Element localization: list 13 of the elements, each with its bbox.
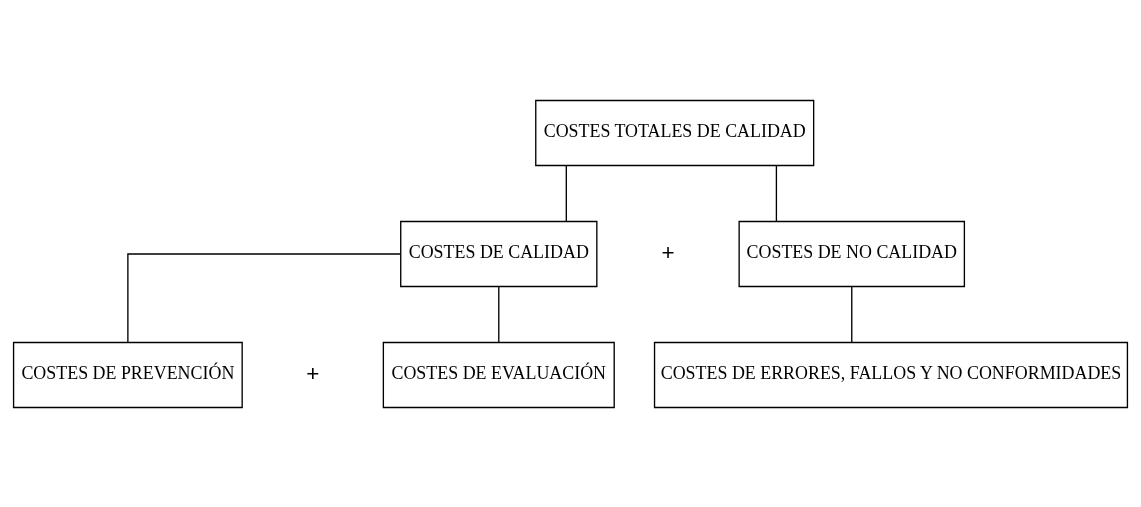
- connector: [775, 164, 778, 222]
- node-box: COSTES TOTALES DE CALIDAD: [535, 99, 815, 166]
- label: +: [306, 360, 320, 386]
- node-box: COSTES DE EVALUACIÓN: [382, 341, 615, 408]
- label: +: [661, 239, 675, 265]
- connector: [127, 252, 402, 343]
- node-box: COSTES DE CALIDAD: [400, 220, 598, 287]
- connector: [851, 285, 853, 343]
- connector: [565, 164, 567, 222]
- connector: [498, 285, 500, 343]
- node-box: COSTES DE ERRORES, FALLOS Y NO CONFORMIDADES: [653, 341, 1129, 408]
- node-box: COSTES DE NO CALIDAD: [738, 220, 966, 287]
- node-box: COSTES DE PREVENCIÓN: [12, 341, 243, 408]
